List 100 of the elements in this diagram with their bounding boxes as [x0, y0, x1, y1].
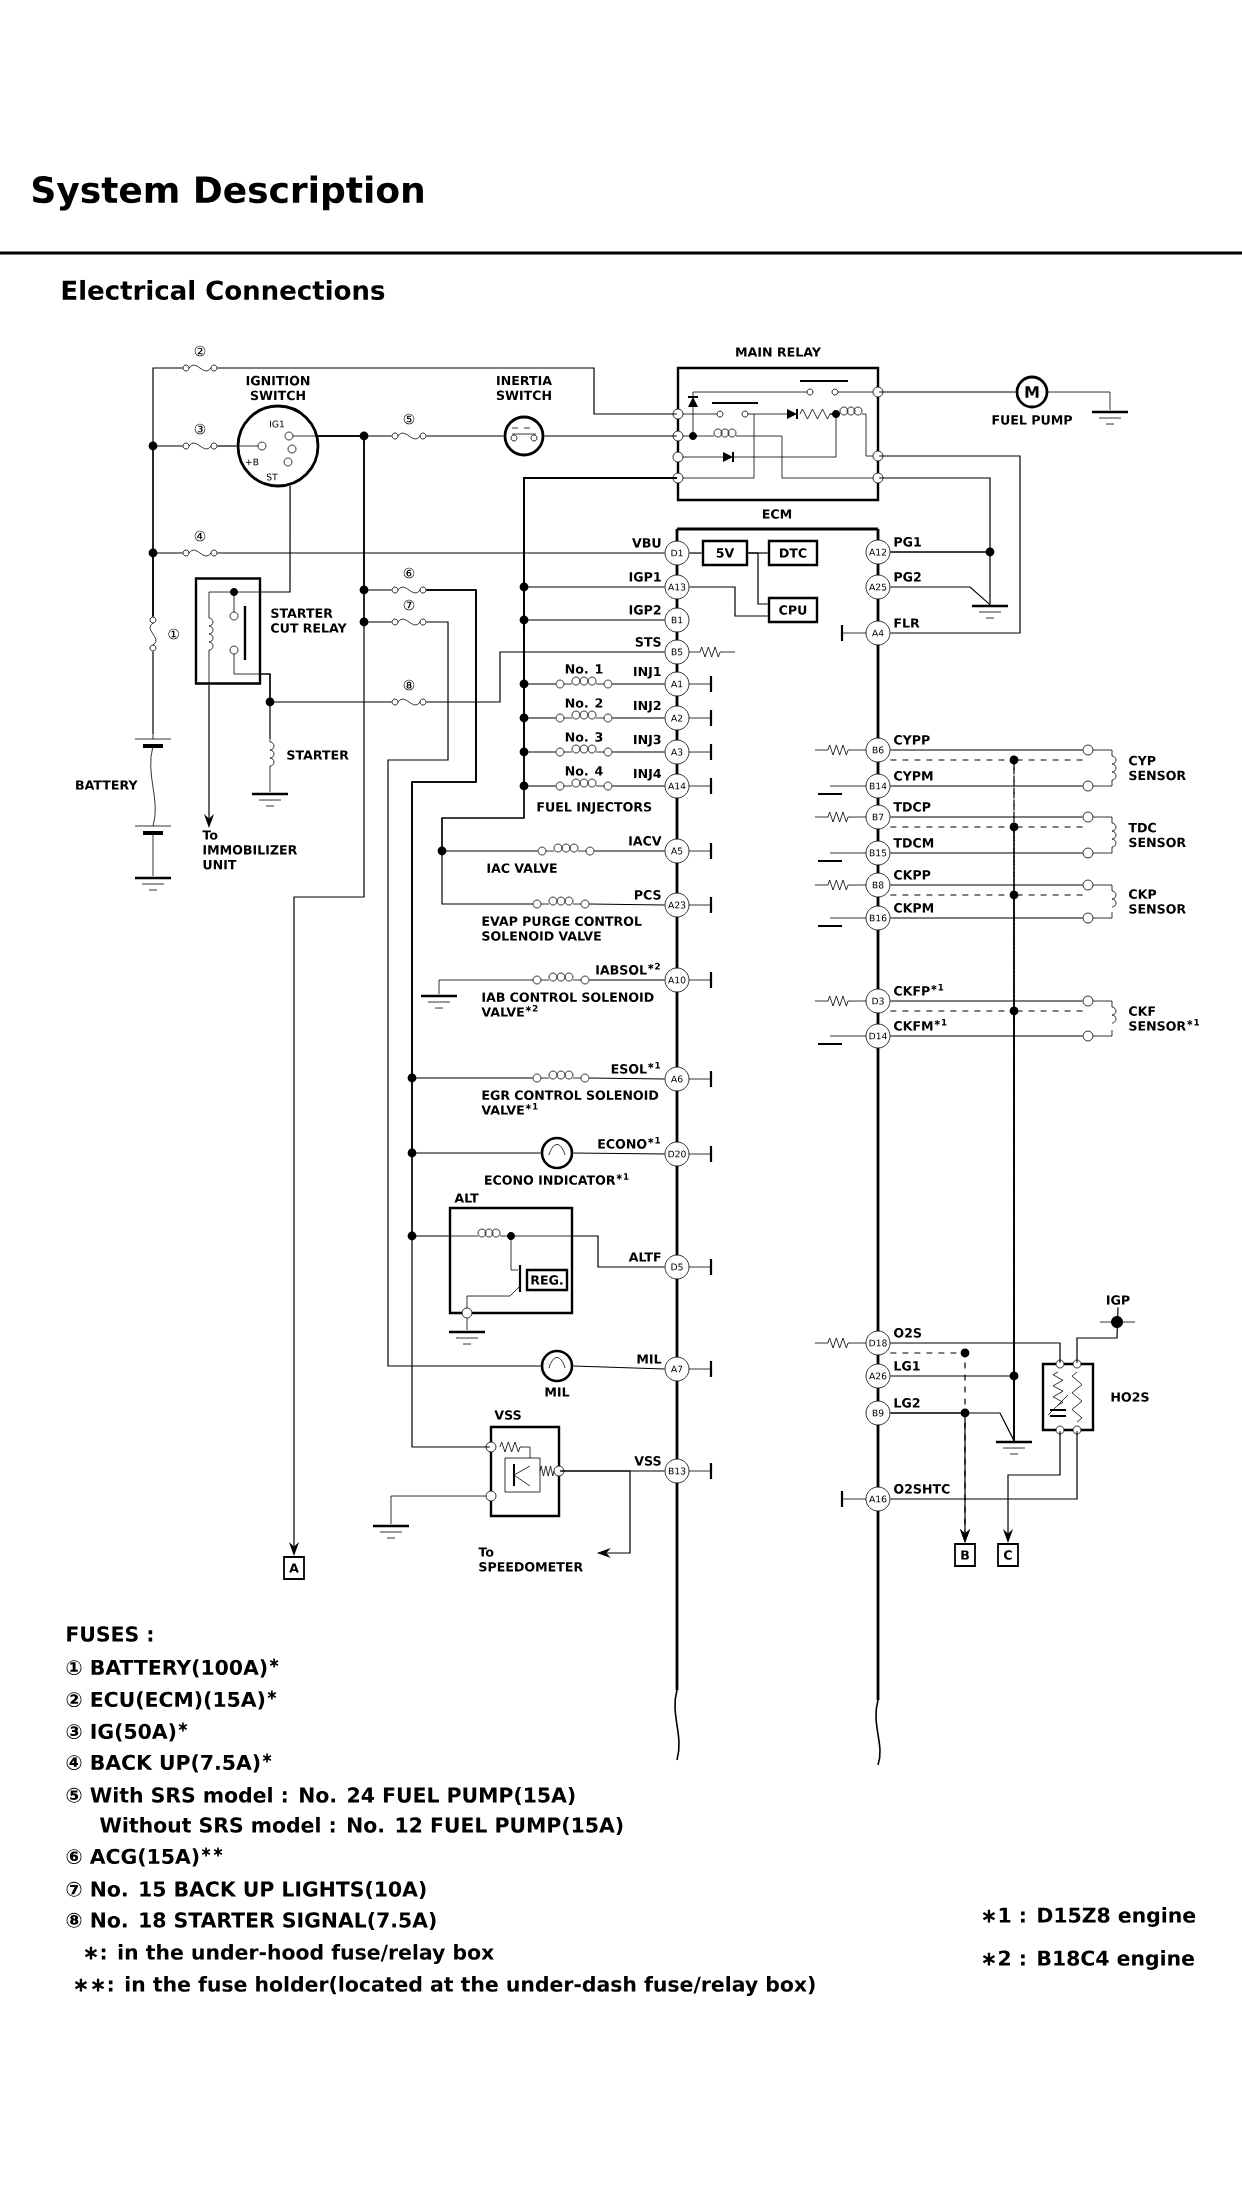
node-label: VBU	[632, 538, 661, 548]
note-text: ∗2 : B18C4 engine	[982, 1950, 1194, 1970]
wire	[152, 552, 184, 618]
fuse: ③	[182, 423, 218, 450]
wire	[543, 435, 678, 437]
note-text: ③ IG(50A)$^{∗}$	[66, 1722, 188, 1742]
node-label: CKFP$^{∗1}$	[894, 983, 944, 996]
connector-pin: A5 IACV	[629, 836, 690, 864]
wire	[889, 1342, 1061, 1364]
fuse: ⑦	[391, 599, 427, 626]
note-text: ④ BACK UP(7.5A)$^{∗}$	[66, 1753, 272, 1773]
connector-pin: A2 INJ2	[634, 700, 690, 731]
wire	[889, 917, 1084, 919]
wire	[889, 852, 1084, 854]
connector-pin: B8 CKPP	[865, 870, 931, 898]
module-box: DTC	[767, 539, 819, 567]
sensor-coil: CKF SENSOR$^{∗1}$	[1082, 995, 1200, 1042]
oxygen-sensor-box: HO2S	[1041, 1359, 1149, 1435]
node-label: O2SHTC	[894, 1484, 950, 1494]
notes-heading: FUSES :	[67, 1626, 153, 1642]
wire	[260, 673, 393, 703]
connector-pin: D20 ECONO$^{∗1}$	[598, 1137, 690, 1167]
wire	[216, 552, 666, 554]
note-text: Without SRS model : No. 12 FUEL PUMP(15A)	[100, 1816, 623, 1836]
node-label: LG1	[894, 1361, 920, 1371]
wire	[889, 586, 991, 606]
wire	[611, 751, 666, 753]
node-label: ⑦	[403, 599, 415, 611]
module-box: 5V	[701, 539, 749, 567]
note-text: ⑥ ACG(15A)$^{∗∗}$	[66, 1847, 223, 1867]
node-label: ③	[194, 423, 206, 435]
connector-pin: A26 LG1	[865, 1361, 920, 1389]
node-label: CKF SENSOR$^{∗1}$	[1129, 1006, 1200, 1031]
injector-coil: No. 4	[555, 766, 613, 791]
destination-note: To IMMOBILIZER UNIT	[202, 830, 298, 870]
node-label: TDCP	[893, 802, 931, 812]
inertia-switch: INERTIA SWITCH	[496, 375, 552, 457]
node-label: CKP SENSOR	[1129, 889, 1186, 914]
wire	[889, 1000, 1084, 1002]
node-label: FUEL PUMP	[992, 415, 1073, 425]
node-label: No. 2	[565, 698, 603, 708]
section-heading: Electrical Connections	[62, 279, 385, 301]
node-label: ⑤	[403, 413, 415, 425]
node-label: PG2	[894, 572, 921, 582]
node-label: ECONO$^{∗1}$	[598, 1136, 660, 1149]
connector-pin: B14 CYPM	[865, 771, 933, 799]
wire	[572, 1365, 666, 1370]
wire	[387, 621, 542, 1367]
node-label: ECONO INDICATOR$^{∗1}$	[485, 1173, 629, 1185]
connector-pin: A3 INJ3	[634, 734, 690, 765]
note-text: ∗∗: in the fuse holder(located at the under-dash fuse/relay box)	[74, 1976, 815, 1996]
wire	[889, 1430, 1078, 1500]
connector-pin: A14 INJ4	[634, 768, 690, 799]
node-label: MAIN RELAY	[736, 347, 822, 357]
module-box: CPU	[767, 596, 819, 624]
node-label: CKPM	[894, 903, 934, 913]
node-label: PCS	[634, 890, 661, 900]
node-label: TDCM	[893, 838, 934, 848]
fuse: ②	[182, 345, 218, 372]
node-label: EGR CONTROL SOLENOID VALVE$^{∗1}$	[481, 1090, 659, 1115]
wire	[572, 1235, 666, 1268]
node-label: CKFM$^{∗1}$	[894, 1018, 947, 1031]
wire	[889, 884, 1084, 886]
note-text: ⑤ With SRS model : No. 24 FUEL PUMP(15A)	[66, 1786, 575, 1806]
node-label: IAC VALVE	[487, 863, 557, 873]
note-text: ∗1 : D15Z8 engine	[982, 1907, 1196, 1927]
note-text: ② ECU(ECM)(15A)$^{∗}$	[66, 1690, 277, 1710]
wire	[878, 455, 1021, 634]
connector-pin: B9 LG2	[865, 1398, 920, 1426]
node-label: VSS	[494, 1410, 521, 1420]
module-box: REG.	[525, 1268, 569, 1292]
node-label: TDC SENSOR	[1128, 822, 1186, 848]
wire	[152, 650, 154, 736]
destination-note: To SPEEDOMETER	[478, 1547, 583, 1572]
node-label: No. 3	[565, 732, 603, 742]
connector-pin: D18 O2S	[865, 1328, 922, 1356]
node-label: ESOL$^{∗1}$	[611, 1061, 660, 1074]
fuse: ⑥	[391, 567, 427, 594]
node-label: No. 4	[565, 766, 603, 776]
wire	[889, 551, 991, 606]
node-label: INERTIA SWITCH	[496, 375, 552, 401]
wire	[411, 589, 491, 1448]
node-label: ⑧	[403, 679, 415, 691]
wire	[889, 1412, 1015, 1442]
wire	[889, 816, 1084, 818]
wire	[260, 485, 291, 593]
wire	[588, 903, 666, 906]
node-label: No. 1	[565, 664, 603, 674]
wire	[572, 1152, 666, 1155]
wire	[425, 651, 666, 703]
node-label: IGP2	[629, 605, 661, 615]
fuel-pump-motor: M FUEL PUMP	[992, 375, 1128, 425]
connector-pin: D14 CKFM$^{∗1}$	[865, 1019, 947, 1049]
wire	[889, 1035, 1084, 1037]
wire	[588, 1077, 666, 1080]
node-label: ALT	[454, 1193, 479, 1203]
node-label: LG2	[894, 1398, 920, 1408]
terminal-label: IGP	[1099, 1295, 1136, 1328]
node-label: IGP1	[629, 572, 661, 582]
node-label: IABSOL$^{∗2}$	[596, 962, 660, 975]
